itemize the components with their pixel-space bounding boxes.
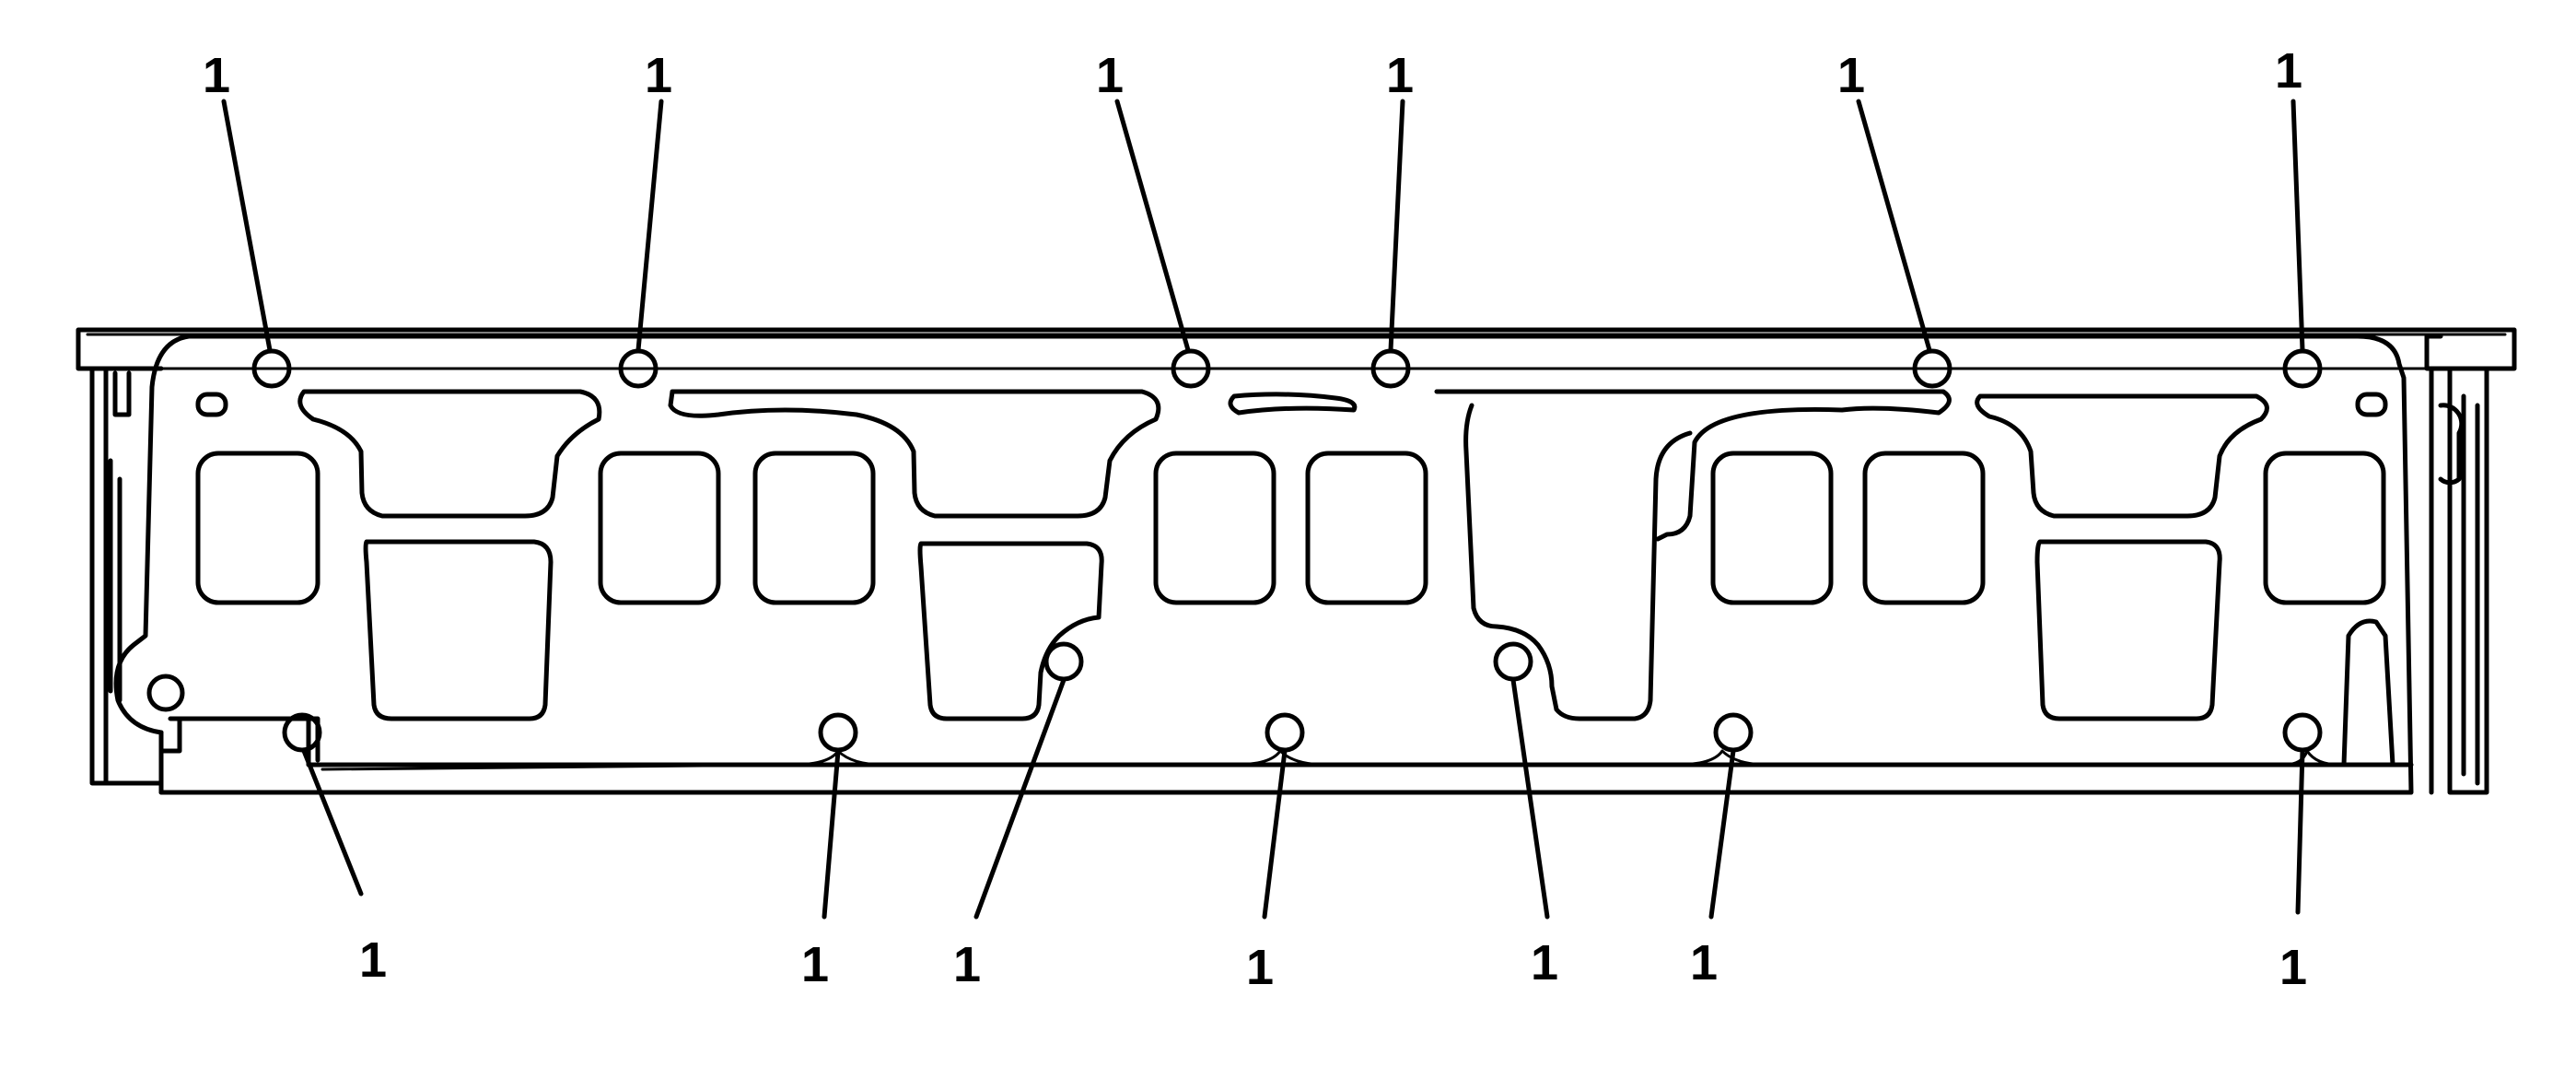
- callout-label: 1: [1531, 935, 1558, 990]
- top-flange: [76, 327, 2517, 371]
- slot-left: [195, 392, 228, 417]
- bolt-hole: [1043, 641, 1084, 682]
- callout-labels: 1 1 1 1 1 1 1 1 1 1 1 1 1: [203, 43, 2307, 995]
- port-hole: [1305, 451, 1428, 605]
- callout-label: 1: [203, 48, 230, 103]
- port-hole: [598, 451, 721, 605]
- leader-line: [221, 99, 273, 353]
- leader-line: [635, 99, 664, 353]
- bolt-hole: [1171, 348, 1211, 389]
- callout-label: 1: [2279, 940, 2307, 995]
- leader-line: [822, 748, 841, 920]
- lower-opening: [2034, 539, 2222, 721]
- upper-web-2: [668, 389, 1161, 519]
- callout-label: 1: [801, 937, 829, 992]
- left-ear-tab: [158, 716, 321, 795]
- lower-opening: [1463, 403, 1693, 721]
- callout-label: 1: [645, 48, 672, 103]
- leader-line: [1708, 748, 1736, 920]
- bolt-hole: [1493, 641, 1533, 682]
- callout-label: 1: [1246, 940, 1274, 995]
- bolt-hole: [1713, 712, 1754, 753]
- callout-label: 1: [1386, 48, 1414, 103]
- slot-right: [2355, 392, 2388, 417]
- callout-label: 1: [1096, 48, 1124, 103]
- bolt-hole: [2282, 712, 2323, 753]
- callout-label: 1: [2275, 43, 2302, 99]
- leader-line: [1114, 99, 1191, 353]
- right-end-structure: [2429, 366, 2489, 795]
- leader-line: [2290, 99, 2305, 353]
- callout-label: 1: [359, 932, 387, 988]
- port-hole: [1862, 451, 1986, 605]
- leader-line: [301, 748, 364, 897]
- lower-opening: [917, 541, 1104, 721]
- gasket-drawing: [76, 327, 2517, 795]
- port-hole: [195, 451, 321, 605]
- callout-label: 1: [953, 937, 981, 992]
- lower-opening: [363, 539, 554, 721]
- left-end-structure: [89, 366, 164, 786]
- callout-leaders: [221, 99, 2305, 920]
- leader-line: [1510, 677, 1550, 920]
- port-hole: [1153, 451, 1276, 605]
- gasket-outline: [113, 334, 2414, 795]
- upper-web-5: [1975, 393, 2269, 519]
- port-hole: [1710, 451, 1834, 605]
- upper-web-1: [297, 389, 602, 519]
- port-hole: [752, 451, 876, 605]
- right-vertical-slot: [2341, 618, 2395, 768]
- bolt-hole: [1265, 712, 1305, 753]
- left-ear-hole: [146, 674, 185, 712]
- leader-line: [1856, 99, 1932, 353]
- leader-line: [1262, 748, 1288, 920]
- bolt-hole: [818, 712, 858, 753]
- leader-line: [1388, 99, 1405, 353]
- callout-label: 1: [1690, 935, 1718, 990]
- upper-web-4: [1434, 389, 1952, 542]
- bolt-hole: [1912, 348, 1952, 389]
- port-hole: [2263, 451, 2386, 605]
- callout-label: 1: [1837, 48, 1865, 103]
- leader-line: [973, 677, 1067, 920]
- upper-web-3: [1228, 392, 1358, 416]
- leader-line: [2295, 748, 2305, 915]
